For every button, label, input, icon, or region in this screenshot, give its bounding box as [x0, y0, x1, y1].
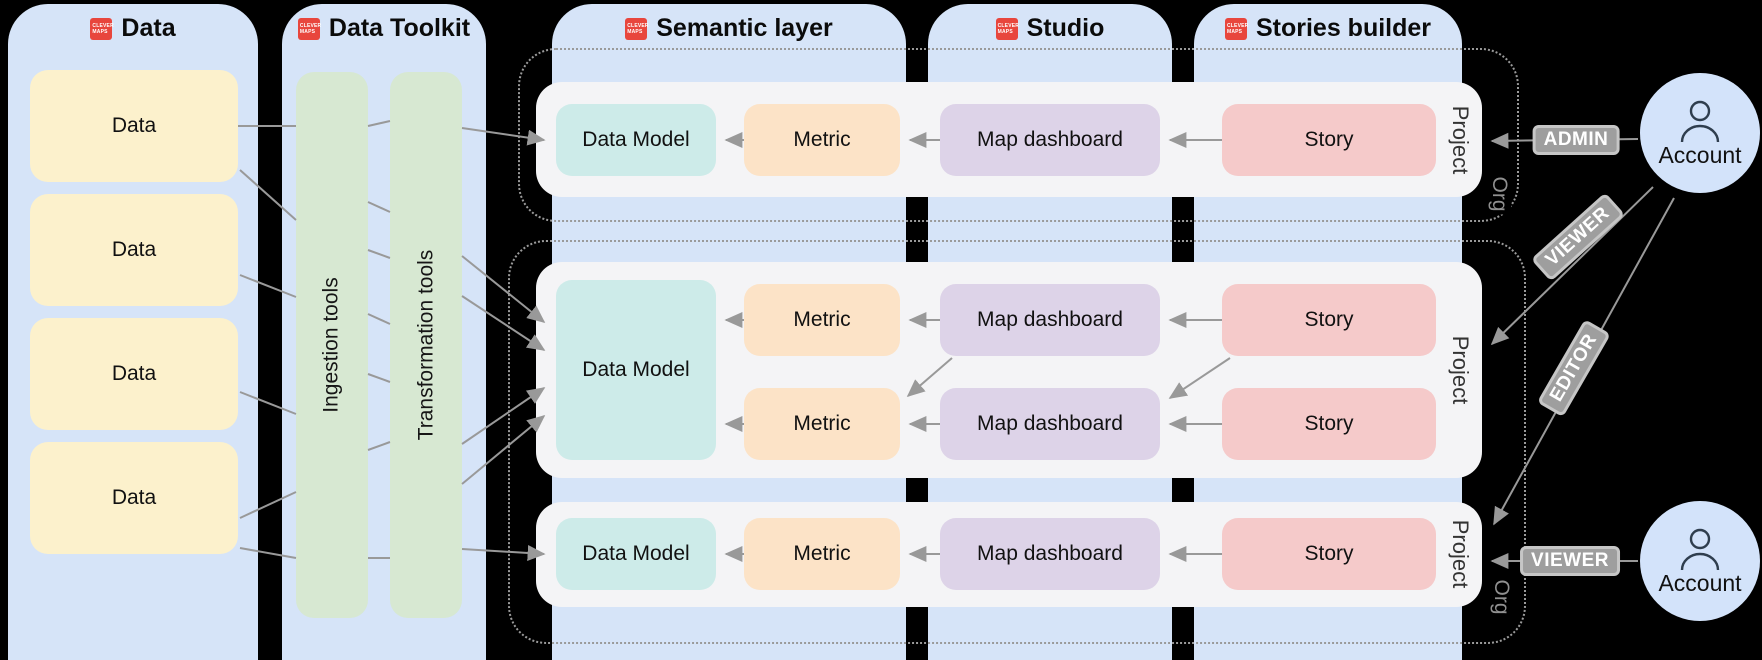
story-node-p2b: Story: [1222, 388, 1436, 460]
metric-node-p1: Metric: [744, 104, 900, 176]
role-badge-viewer-bottom: VIEWER: [1520, 546, 1620, 576]
map-dashboard-label: Map dashboard: [977, 128, 1123, 151]
logo-line1: CLEVER: [299, 22, 322, 29]
column-stories-title: Stories builder: [1255, 14, 1432, 42]
data-source-node-1: Data: [30, 70, 238, 182]
clevermaps-logo-icon: CLEVER MAPS: [90, 17, 114, 40]
clevermaps-logo-icon: CLEVER MAPS: [297, 17, 322, 40]
map-dashboard-label: Map dashboard: [977, 412, 1123, 435]
logo-line2: MAPS: [1226, 28, 1243, 35]
map-dashboard-node-p1: Map dashboard: [940, 104, 1160, 176]
logo-line1: CLEVER: [92, 22, 114, 29]
map-dashboard-node-p2b: Map dashboard: [940, 388, 1160, 460]
logo-line1: CLEVER: [1226, 22, 1249, 29]
logo-line1: CLEVER: [997, 22, 1020, 29]
story-node-p2a: Story: [1222, 284, 1436, 356]
metric-node-p3: Metric: [744, 518, 900, 590]
transformation-tools-label: Transformation tools: [414, 249, 438, 441]
data-model-node-p3: Data Model: [556, 518, 716, 590]
metric-node-p2b: Metric: [744, 388, 900, 460]
map-dashboard-node-p3: Map dashboard: [940, 518, 1160, 590]
person-icon: [1680, 528, 1720, 570]
role-badge-viewer-top: VIEWER: [1530, 192, 1626, 282]
logo-line2: MAPS: [627, 28, 643, 35]
column-stories-header: CLEVER MAPS Stories builder: [1194, 14, 1462, 43]
person-icon: [1680, 100, 1720, 142]
org-1-label: Org: [1487, 173, 1511, 215]
column-toolkit-header: CLEVER MAPS Data Toolkit: [282, 14, 486, 43]
column-studio-header: CLEVER MAPS Studio: [928, 14, 1172, 43]
data-source-node-4: Data: [30, 442, 238, 554]
data-source-label: Data: [111, 362, 157, 385]
column-toolkit-title: Data Toolkit: [328, 14, 471, 42]
data-source-label: Data: [111, 114, 157, 137]
project-2-label: Project: [1448, 335, 1473, 405]
data-model-label: Data Model: [582, 358, 690, 381]
project-1-label: Project: [1448, 105, 1473, 175]
role-badge-admin: ADMIN: [1532, 125, 1620, 155]
metric-label: Metric: [793, 308, 851, 331]
map-dashboard-node-p2a: Map dashboard: [940, 284, 1160, 356]
account-node-top: Account: [1640, 73, 1760, 193]
column-semantic-header: CLEVER MAPS Semantic layer: [552, 14, 906, 43]
clevermaps-logo-icon: CLEVER MAPS: [995, 17, 1020, 40]
data-source-node-3: Data: [30, 318, 238, 430]
column-data-header: CLEVER MAPS Data: [8, 14, 258, 43]
account-node-bottom: Account: [1640, 501, 1760, 621]
metric-node-p2a: Metric: [744, 284, 900, 356]
column-semantic-title: Semantic layer: [656, 14, 833, 42]
map-dashboard-label: Map dashboard: [977, 542, 1123, 565]
transformation-tools-node: Transformation tools: [390, 72, 462, 618]
account-label: Account: [1658, 569, 1742, 596]
metric-label: Metric: [793, 412, 851, 435]
logo-line2: MAPS: [299, 28, 316, 35]
data-source-node-2: Data: [30, 194, 238, 306]
project-3-label: Project: [1448, 519, 1473, 589]
story-label: Story: [1304, 308, 1354, 331]
story-label: Story: [1304, 128, 1354, 151]
column-studio-title: Studio: [1026, 14, 1105, 42]
data-model-label: Data Model: [582, 542, 690, 565]
metric-label: Metric: [793, 542, 851, 565]
role-badge-editor: EDITOR: [1536, 318, 1612, 418]
account-label: Account: [1658, 141, 1742, 168]
clevermaps-logo-icon: CLEVER MAPS: [625, 17, 649, 40]
column-data-title: Data: [121, 14, 176, 42]
org-2-label: Org: [1489, 576, 1513, 618]
map-dashboard-label: Map dashboard: [977, 308, 1123, 331]
story-node-p1: Story: [1222, 104, 1436, 176]
data-source-label: Data: [111, 238, 157, 261]
logo-line2: MAPS: [997, 28, 1013, 35]
data-model-node-p1: Data Model: [556, 104, 716, 176]
data-model-label: Data Model: [582, 128, 690, 151]
data-model-node-p2: Data Model: [556, 280, 716, 460]
logo-line1: CLEVER: [627, 22, 649, 29]
metric-label: Metric: [793, 128, 851, 151]
logo-line2: MAPS: [92, 28, 108, 35]
data-source-label: Data: [111, 486, 157, 509]
ingestion-tools-node: Ingestion tools: [296, 72, 368, 618]
story-label: Story: [1304, 412, 1354, 435]
ingestion-tools-label: Ingestion tools: [320, 277, 343, 413]
clevermaps-logo-icon: CLEVER MAPS: [1224, 17, 1249, 40]
story-label: Story: [1304, 542, 1354, 565]
story-node-p3: Story: [1222, 518, 1436, 590]
